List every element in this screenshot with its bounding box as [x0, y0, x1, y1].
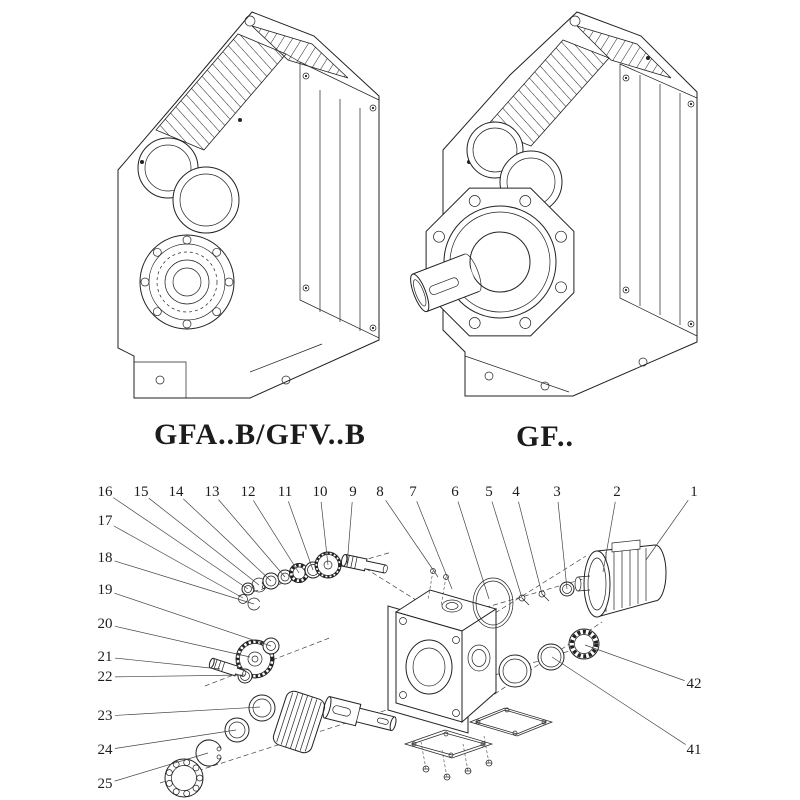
gear-bores [137, 118, 242, 234]
helical-gear [272, 690, 326, 754]
part-number-1: 1 [690, 484, 698, 500]
lifting-eye [569, 15, 581, 27]
part-number-19: 19 [98, 582, 113, 598]
leader-line-24 [114, 729, 237, 749]
leader-line-18 [114, 560, 255, 605]
part-number-25: 25 [98, 776, 113, 792]
keyway [332, 705, 351, 717]
leader-line-20 [114, 625, 251, 658]
part-number-17: 17 [98, 513, 114, 529]
part-number-41: 41 [687, 742, 702, 758]
part-number-5: 5 [485, 484, 493, 500]
part-number-11: 11 [278, 484, 292, 500]
part-number-6: 6 [451, 484, 459, 500]
gear-unit-drawing-flange-mounted [410, 11, 698, 397]
part-number-13: 13 [205, 484, 220, 500]
input-side-seals [472, 577, 575, 629]
model-label-gfab-gfvb: GFA..B/GFV..B [154, 418, 366, 451]
leader-line-1 [645, 499, 689, 561]
leader-line-15 [148, 497, 260, 586]
snap-ring [195, 739, 222, 767]
leader-line-11 [288, 501, 314, 571]
output-side-bearings-and-rings [498, 628, 600, 688]
part-number-7: 7 [409, 484, 417, 500]
leader-line-19 [114, 592, 272, 647]
output-shaft [322, 696, 397, 732]
motor-shaft-stub [574, 576, 582, 592]
part-number-22: 22 [98, 669, 113, 685]
output-bearing-set [164, 694, 276, 798]
mounting-feet [134, 343, 323, 398]
gear-unit-drawing-foot-mounted [117, 11, 380, 399]
input-shaft-assembly [238, 551, 388, 611]
leader-line-8 [385, 500, 439, 578]
leader-line-4 [518, 501, 543, 595]
input-pinion-shaft [340, 553, 388, 574]
leader-line-14 [183, 498, 272, 582]
leader-line-2 [602, 501, 616, 573]
output-shaft [410, 253, 482, 313]
leader-line-25 [114, 752, 209, 782]
leader-line-23 [114, 706, 261, 716]
intermediate-gear-assembly [208, 637, 280, 684]
leader-line-7 [416, 501, 453, 590]
cooling-fins-right [251, 25, 349, 79]
cooling-fins-right [576, 25, 672, 79]
part-number-9: 9 [349, 484, 357, 500]
gasket-and-cover [403, 707, 554, 759]
part-number-8: 8 [376, 484, 384, 500]
leader-line-16 [113, 497, 249, 590]
base-bolts [420, 735, 493, 781]
leader-line-21 [114, 657, 221, 670]
gear-bores [466, 121, 563, 214]
side-panel [299, 61, 380, 339]
output-flange [425, 187, 575, 337]
part-number-16: 16 [98, 484, 114, 500]
part-number-18: 18 [98, 550, 113, 566]
keyway-small [377, 717, 389, 725]
leader-line-9 [346, 501, 353, 567]
part-number-14: 14 [169, 484, 185, 500]
part-number-21: 21 [98, 649, 113, 665]
part-number-10: 10 [313, 484, 328, 500]
part-number-12: 12 [241, 484, 256, 500]
leader-line-17 [113, 525, 244, 599]
leader-line-3 [557, 501, 568, 590]
leader-line-10 [320, 501, 329, 566]
part-number-15: 15 [134, 484, 149, 500]
leader-line-41 [551, 656, 686, 745]
part-number-42: 42 [687, 676, 702, 692]
output-bearing-hub [139, 234, 235, 330]
side-panel [619, 63, 698, 337]
output-gear-and-shaft [272, 690, 397, 754]
leader-line-6 [457, 501, 490, 600]
keyway [429, 277, 459, 295]
gear-housing [387, 589, 498, 734]
leader-line-42 [584, 644, 685, 681]
model-label-gf: GF.. [516, 420, 574, 453]
leader-line-13 [218, 499, 286, 578]
part-number-3: 3 [553, 484, 561, 500]
part-number-4: 4 [512, 484, 520, 500]
part-number-20: 20 [98, 616, 113, 632]
leader-line-5 [491, 501, 523, 599]
leader-line-12 [253, 500, 300, 574]
mounting-base [464, 355, 648, 393]
part-number-23: 23 [98, 708, 113, 724]
lifting-eye [244, 15, 256, 27]
terminal-box [611, 539, 641, 553]
part-number-24: 24 [98, 742, 114, 758]
leader-line-22 [114, 674, 246, 678]
part-number-2: 2 [613, 484, 621, 500]
